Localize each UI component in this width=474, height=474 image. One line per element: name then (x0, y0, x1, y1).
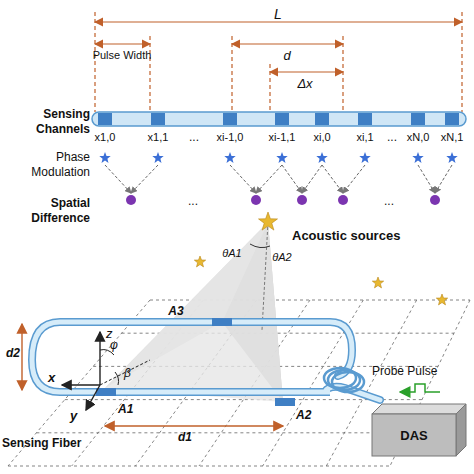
channel-segment (411, 113, 425, 125)
das-device: DAS (372, 414, 456, 456)
label: x (48, 370, 55, 386)
channel-segment (275, 113, 289, 125)
difference-arrow (322, 165, 343, 193)
grid-line (36, 432, 406, 433)
difference-dot (338, 195, 348, 205)
difference-arrow (105, 165, 131, 193)
label: xi,1 (356, 130, 373, 144)
difference-arrow (435, 165, 452, 193)
modulation-star (276, 152, 287, 163)
label: β (124, 366, 131, 381)
label: xN,1 (441, 130, 464, 144)
difference-dot (126, 195, 136, 205)
modulation-star (359, 152, 370, 163)
label: Probe Pulse (372, 364, 437, 379)
difference-arrow (230, 165, 256, 193)
channel-segment (358, 113, 372, 125)
channel-segment (151, 113, 165, 125)
modulation-star (99, 152, 110, 163)
label: Spatial Difference (2, 196, 90, 226)
label: φ (110, 338, 118, 353)
label: θA1 (222, 246, 241, 260)
channel-segment (98, 113, 112, 125)
label: ... (384, 194, 394, 209)
label: Acoustic sources (292, 228, 400, 244)
channel-segment (445, 113, 459, 125)
grid-line (8, 466, 390, 467)
modulation-star (446, 152, 457, 163)
label: Sensing Fiber (2, 436, 81, 451)
acoustic-source (436, 294, 447, 305)
channel-segment (223, 113, 237, 125)
difference-dot (251, 195, 261, 205)
label: ... (189, 130, 199, 145)
difference-dot (297, 195, 307, 205)
label: A2 (296, 408, 311, 423)
modulation-star (412, 152, 423, 163)
label: ... (387, 130, 397, 145)
label: ... (188, 194, 198, 209)
difference-arrow (282, 165, 302, 193)
acoustic-source (194, 256, 205, 267)
label: xN,0 (407, 130, 430, 144)
node-text: DAS (400, 428, 427, 443)
label: A1 (118, 402, 133, 417)
label: L (274, 6, 282, 23)
label: Δx (297, 76, 312, 92)
difference-arrow (302, 165, 322, 193)
label: x1,0 (95, 130, 116, 144)
label: xi-1,0 (217, 130, 244, 144)
label: d1 (178, 430, 192, 445)
channel-segment (315, 113, 329, 125)
label: x1,1 (148, 130, 169, 144)
acoustic-source (259, 212, 278, 230)
label: xi-1,1 (269, 130, 296, 144)
modulation-star (224, 152, 235, 163)
label: Sensing Channels (2, 107, 90, 137)
label: A3 (168, 304, 183, 319)
difference-arrow (418, 165, 435, 193)
label: Pulse Width (93, 48, 152, 62)
label: Phase Modulation (2, 150, 90, 180)
difference-dot (430, 195, 440, 205)
label: y (70, 408, 77, 424)
label: d2 (6, 346, 20, 361)
label: d (283, 48, 290, 64)
acoustic-source (372, 277, 383, 288)
difference-arrow (256, 165, 282, 193)
modulation-star (152, 152, 163, 163)
difference-arrow (131, 165, 158, 193)
difference-arrow (343, 165, 365, 193)
label: θA2 (272, 250, 291, 264)
modulation-star (316, 152, 327, 163)
label: xi,0 (313, 130, 330, 144)
